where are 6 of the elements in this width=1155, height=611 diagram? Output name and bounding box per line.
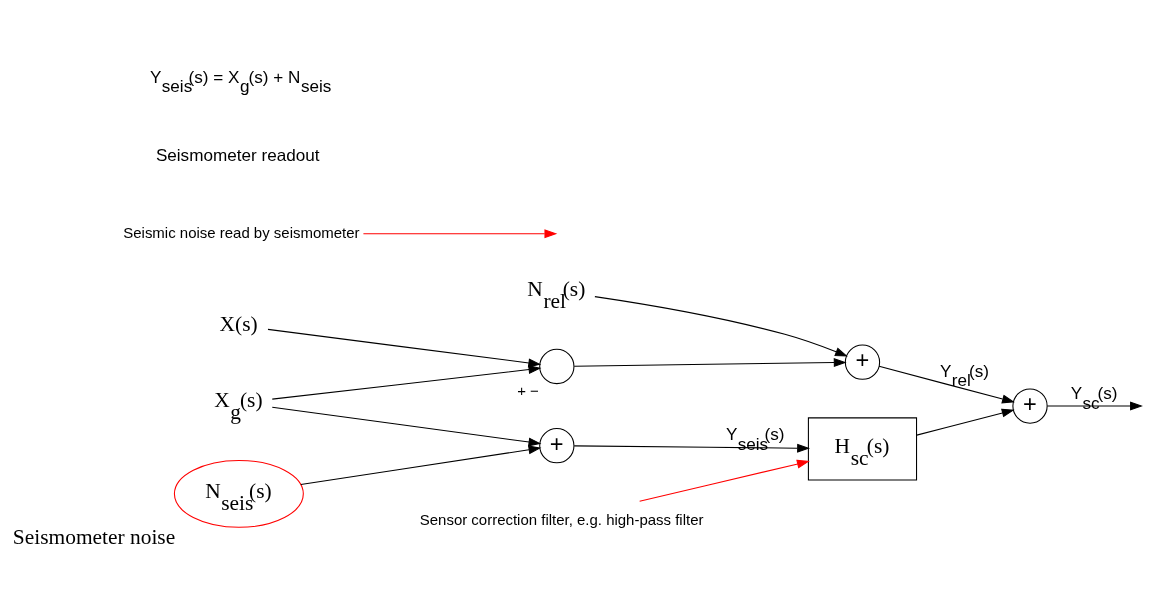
node-text: Sensor correction filter, e.g. high-pass filter — [419, 510, 704, 528]
node-text: Seismic noise read by seismometer — [123, 223, 360, 241]
node-label: Seismometer noise — [12, 525, 176, 550]
node-text: X(s) — [219, 312, 258, 337]
node-label: + − — [517, 381, 539, 399]
label: Seismometer readout — [155, 145, 320, 165]
